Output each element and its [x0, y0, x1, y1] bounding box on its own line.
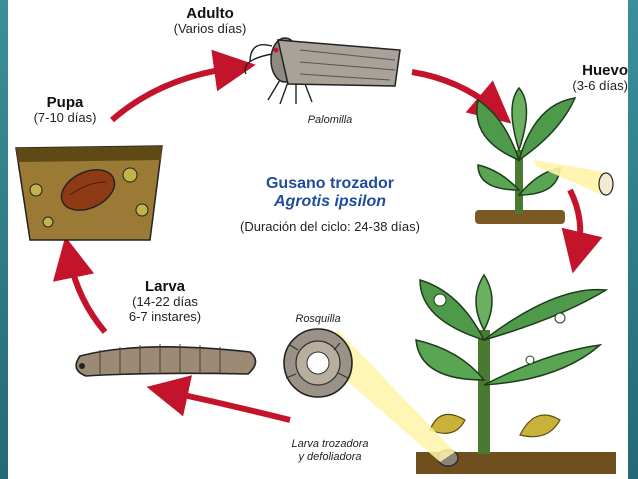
stage-adulto-title: Adulto — [186, 5, 234, 22]
stage-huevo-duration: (3-6 días) — [572, 78, 628, 94]
stage-huevo-label: Huevo (3-6 días) — [546, 62, 628, 94]
rosquilla-icon — [283, 328, 353, 398]
stage-huevo-title: Huevo — [582, 62, 628, 79]
arrow-adulto-to-huevo — [411, 69, 512, 124]
stage-pupa-label: Pupa (7-10 días) — [20, 94, 110, 126]
frame-left — [0, 0, 8, 479]
center-block: Gusano trozador Agrotis ipsilon (Duració… — [205, 175, 455, 235]
stage-adulto-label: Adulto (Varios días) — [160, 5, 260, 37]
caption-rosquilla: Rosquilla — [295, 313, 341, 325]
center-species: Agrotis ipsilon — [274, 193, 386, 211]
stage-larva-duration-2: 6-7 instares) — [128, 309, 202, 325]
stage-larva-label: Larva (14-22 días 6-7 instares) — [110, 278, 220, 325]
arrow-pupa-to-adulto — [110, 49, 256, 123]
stage-adulto-duration: (Varios días) — [173, 21, 247, 37]
center-duration: (Duración del ciclo: 24-38 días) — [240, 218, 420, 234]
plant-egg-icon — [475, 86, 614, 224]
arrow-larva-to-pupa — [52, 236, 108, 334]
frame-right — [628, 0, 638, 479]
caption-larva-trozadora-line1: Larva trozadora — [291, 438, 369, 450]
stage-larva-title: Larva — [144, 278, 186, 295]
pupa-soil-icon — [15, 145, 163, 241]
caption-palomilla: Palomilla — [307, 114, 353, 126]
stage-pupa-duration: (7-10 días) — [33, 110, 97, 126]
arrow-huevo-to-planta — [561, 188, 603, 274]
caption-larva-trozadora: Larva trozadora y defoliadora — [270, 438, 390, 463]
larva-icon — [75, 344, 257, 377]
stage-pupa-title: Pupa — [46, 94, 84, 111]
arrow-rosquilla-to-larva — [146, 375, 291, 423]
stage-larva-duration-1: (14-22 días — [132, 294, 198, 310]
center-title: Gusano trozador — [265, 175, 394, 192]
moth-icon — [244, 37, 401, 105]
caption-larva-trozadora-line2: y defoliadora — [298, 450, 362, 463]
